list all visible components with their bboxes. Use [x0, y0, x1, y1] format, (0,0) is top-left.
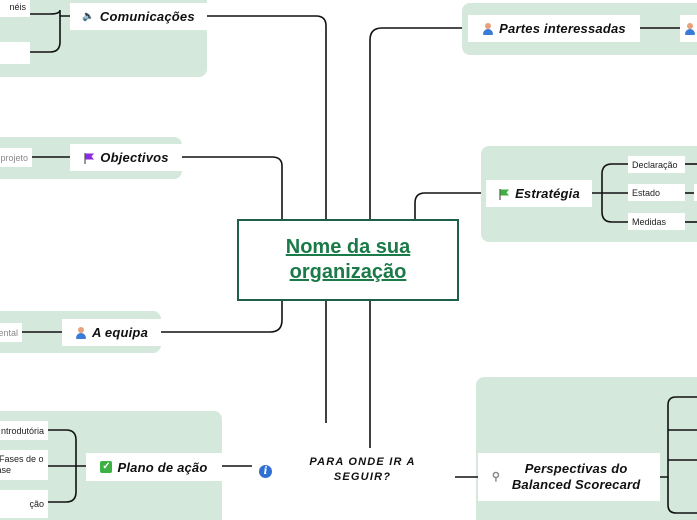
subitem-equipa-1[interactable]: ental [0, 323, 22, 342]
person-icon [75, 326, 87, 339]
green-check-icon: ✓ [100, 461, 113, 473]
topic-comunicacoes-label: Comunicações [99, 9, 195, 24]
magnifier-icon: ⚲ [491, 471, 501, 483]
subitem-plano-1[interactable]: ntrodutória [0, 421, 48, 440]
topic-objectivos[interactable]: Objectivos [70, 144, 182, 171]
subitem-estrategia-estado-child[interactable] [694, 184, 697, 201]
topic-perspectivas-label: Perspectivas do Balanced Scorecard [511, 461, 641, 492]
topic-plano[interactable]: ✓ Plano de ação [86, 453, 222, 481]
topic-partes[interactable]: Partes interessadas [468, 15, 640, 42]
speaker-icon: 🔈 [82, 11, 95, 22]
person-icon [684, 22, 696, 35]
topic-partes-label: Partes interessadas [499, 21, 626, 36]
green-flag-icon [499, 188, 510, 200]
subitem-partes-1[interactable] [680, 15, 697, 42]
topic-estrategia-label: Estratégia [515, 186, 580, 201]
info-icon[interactable]: i [259, 465, 272, 478]
next-steps-topic[interactable]: PARA ONDE IR A SEGUIR? [309, 456, 416, 483]
subitem-comunicacoes-2[interactable] [0, 42, 30, 64]
subitem-estrategia-medidas[interactable]: Medidas [628, 213, 685, 230]
subitem-objectivos-1[interactable]: projeto [0, 148, 32, 167]
topic-objectivos-label: Objectivos [100, 150, 169, 165]
purple-flag-icon [84, 152, 95, 164]
subitem-comunicacoes-1[interactable]: néis [0, 0, 30, 17]
topic-estrategia[interactable]: Estratégia [486, 180, 592, 207]
central-topic-title: Nome da sua organização [285, 236, 411, 283]
central-topic[interactable]: Nome da sua organização [237, 219, 459, 301]
subitem-plano-3[interactable]: ção [0, 490, 48, 518]
subitem-plano-2[interactable]: oFases de o fase [0, 450, 48, 480]
topic-comunicacoes[interactable]: 🔈 Comunicações [70, 3, 207, 30]
topic-plano-label: Plano de ação [117, 459, 208, 475]
subitem-estrategia-declaracao[interactable]: Declaração [628, 156, 685, 173]
subitem-estrategia-estado[interactable]: Estado [628, 184, 685, 201]
topic-equipa[interactable]: A equipa [62, 319, 161, 346]
topic-perspectivas[interactable]: ⚲ Perspectivas do Balanced Scorecard [478, 453, 660, 501]
person-icon [482, 22, 494, 35]
topic-equipa-label: A equipa [91, 325, 148, 340]
